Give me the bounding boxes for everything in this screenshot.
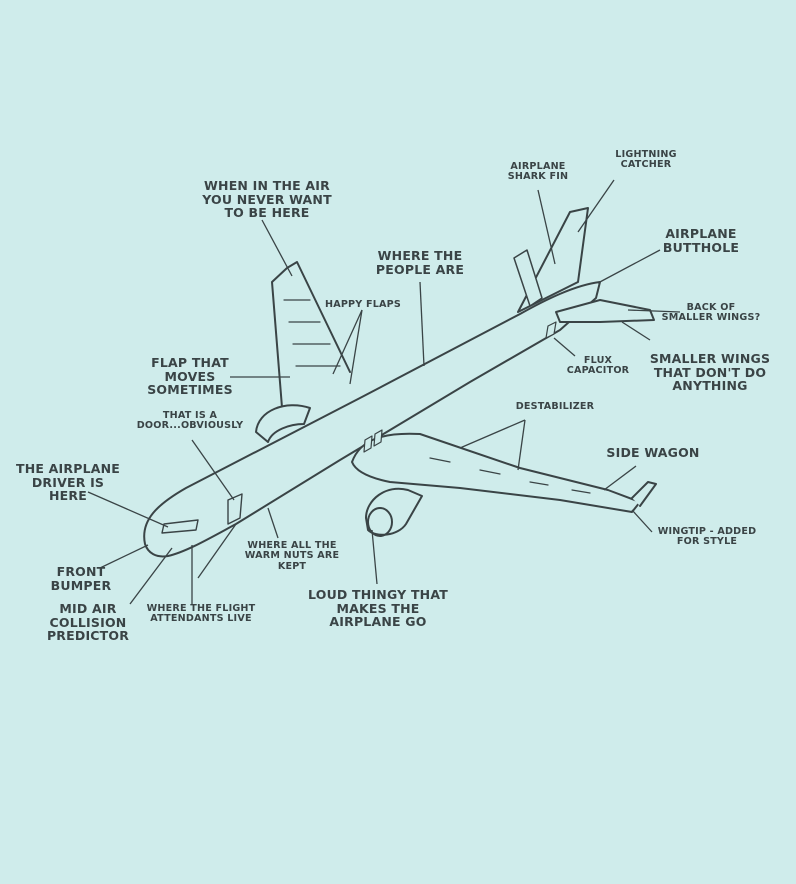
label-airplane-butthole: AIRPLANE BUTTHOLE [662, 226, 740, 255]
label-happy-flaps: HAPPY FLAPS [324, 299, 402, 310]
leader-wingtip [631, 509, 653, 533]
label-airplane-driver: THE AIRPLANE DRIVER IS HERE [15, 461, 121, 503]
front-door [227, 493, 243, 525]
leader-when-in-air [261, 219, 293, 277]
leader-mid-air [129, 547, 173, 605]
right-wing-flaps [429, 457, 591, 494]
leader-lightning [577, 179, 615, 233]
label-wingtip: WINGTIP - ADDED FOR STYLE [657, 526, 757, 548]
engine-intake [367, 507, 393, 537]
leader-door [191, 439, 235, 501]
label-flight-attendants: WHERE THE FLIGHT ATTENDANTS LIVE [146, 603, 256, 625]
rear-door [545, 321, 557, 339]
leader-front-bumper [99, 544, 149, 569]
back-stabilizer [513, 249, 543, 307]
label-that-is-a-door: THAT IS A DOOR...OBVIOUSLY [136, 410, 244, 432]
leader-flux [553, 337, 576, 357]
wingtip-fin [631, 481, 657, 507]
label-loud-thingy: LOUD THINGY THAT MAKES THE AIRPLANE GO [308, 587, 448, 629]
leader-warm-nuts [267, 507, 279, 539]
leader-flight-attendants-2 [197, 523, 237, 579]
right-engine [365, 487, 423, 536]
leader-happy-flaps-1 [332, 309, 363, 375]
leader-loud-thingy [371, 529, 378, 585]
label-where-the-people-are: WHERE THE PEOPLE ARE [375, 248, 465, 277]
label-mid-air-collision: MID AIR COLLISION PREDICTOR [46, 601, 130, 643]
label-flux-capacitor: FLUX CAPACITOR [566, 355, 630, 377]
leader-side-wagon [603, 465, 637, 491]
leader-shark-fin [537, 189, 556, 265]
label-side-wagon: SIDE WAGON [606, 445, 700, 460]
leader-driver [87, 491, 169, 528]
label-flap-that-moves: FLAP THAT MOVES SOMETIMES [147, 355, 233, 397]
left-wing-flaps [283, 299, 341, 367]
label-back-of-smaller-wings: BACK OF SMALLER WINGS? [661, 302, 761, 324]
label-front-bumper: FRONT BUMPER [50, 564, 112, 593]
leader-destabilizer-2 [517, 419, 526, 471]
leader-smaller-wings [621, 321, 651, 341]
label-warm-nuts: WHERE ALL THE WARM NUTS ARE KEPT [244, 540, 340, 572]
left-wing [271, 261, 351, 421]
label-smaller-wings: SMALLER WINGS THAT DON'T DO ANYTHING [649, 351, 771, 393]
label-airplane-shark-fin: AIRPLANE SHARK FIN [507, 161, 569, 183]
leader-back-smaller [627, 309, 681, 313]
label-lightning-catcher: LIGHTNING CATCHER [615, 149, 677, 171]
wing-doors [363, 429, 383, 453]
leader-happy-flaps-2 [349, 309, 363, 385]
label-destabilizer: DESTABILIZER [515, 401, 595, 412]
leader-destabilizer-1 [459, 419, 526, 449]
cockpit-windows [161, 519, 199, 534]
left-engine [255, 404, 311, 443]
label-when-in-air: WHEN IN THE AIR YOU NEVER WANT TO BE HER… [202, 178, 332, 220]
leader-people [419, 281, 425, 367]
leader-butthole [597, 249, 661, 284]
horizontal-stabilizer [555, 299, 655, 323]
